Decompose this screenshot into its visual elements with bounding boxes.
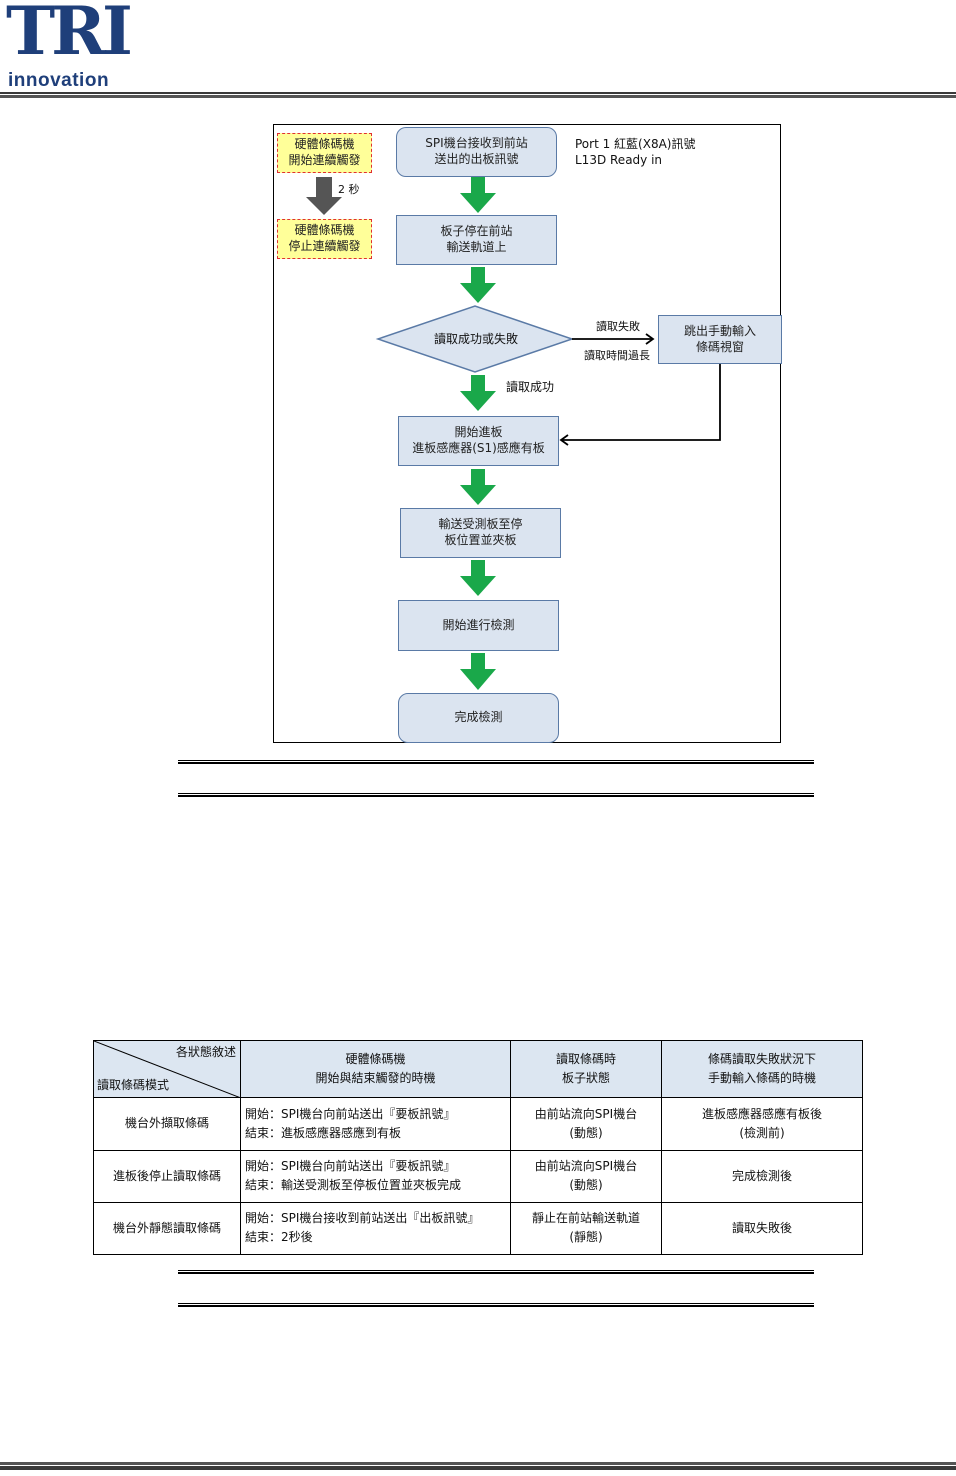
row-state: 由前站流向SPI機台 (動態) xyxy=(510,1149,662,1203)
step-start-inspection: 開始進行檢測 xyxy=(398,600,559,651)
corner-diagonal xyxy=(94,1041,241,1098)
barcode-mode-table: 各狀態敘述 讀取條碼模式 硬體條碼機 開始與結束觸發的時機 讀取條碼時 板子狀態… xyxy=(93,1039,863,1256)
step-board-stopped: 板子停在前站 輸送軌道上 xyxy=(396,215,557,265)
row-mode: 進板後停止讀取條碼 xyxy=(93,1149,241,1203)
decision-label: 讀取成功或失敗 xyxy=(433,332,518,346)
header-rule xyxy=(0,92,956,98)
header-trigger-timing: 硬體條碼機 開始與結束觸發的時機 xyxy=(240,1039,511,1099)
green-arrow-6 xyxy=(460,653,496,690)
green-arrow-2 xyxy=(460,267,496,303)
hw-trigger-start-note: 硬體條碼機 開始連續觸發 xyxy=(277,133,372,173)
green-arrow-3 xyxy=(460,375,496,411)
step-receive-out-signal: SPI機台接收到前站 送出的出板訊號 xyxy=(396,127,557,177)
fail-arrow xyxy=(572,333,655,345)
read-fail-label: 讀取失敗 xyxy=(596,320,640,333)
row-state: 靜止在前站輸送軌道 (靜態) xyxy=(510,1201,662,1256)
hw-trigger-stop-note: 硬體條碼機 停止連續觸發 xyxy=(277,219,372,259)
step-clamp-board: 輸送受測板至停 板位置並夾板 xyxy=(400,508,561,558)
step-start-board-in: 開始進板 進板感應器(S1)感應有板 xyxy=(398,416,559,466)
row-manual: 讀取失敗後 xyxy=(661,1201,863,1256)
read-timeout-label: 讀取時間過長 xyxy=(584,349,650,362)
table-corner-cell: 各狀態敘述 讀取條碼模式 xyxy=(93,1039,241,1099)
header-board-state: 讀取條碼時 板子狀態 xyxy=(510,1039,662,1099)
row-timing: 開始：SPI機台接收到前站送出『出板訊號』 結束：2秒後 xyxy=(240,1201,511,1256)
table-caption-rule-top xyxy=(178,1270,814,1274)
row-timing: 開始：SPI機台向前站送出『要板訊號』 結束：進板感應器感應到有板 xyxy=(240,1097,511,1151)
logo-tagline: innovation xyxy=(8,70,110,91)
row-mode: 機台外靜態讀取條碼 xyxy=(93,1201,241,1256)
corner-top-label: 各狀態敘述 xyxy=(175,1045,236,1059)
caption-rule-top xyxy=(178,760,814,764)
table-row: 機台外擷取條碼 開始：SPI機台向前站送出『要板訊號』 結束：進板感應器感應到有… xyxy=(93,1097,863,1151)
header-manual-timing: 條碼讀取失敗狀況下 手動輸入條碼的時機 xyxy=(661,1039,863,1099)
green-arrow-5 xyxy=(460,560,496,596)
row-manual: 進板感應器感應有板後 (檢測前) xyxy=(661,1097,863,1151)
gray-down-arrow xyxy=(306,177,342,215)
table-caption-rule-bottom xyxy=(178,1303,814,1307)
green-arrow-1 xyxy=(460,177,496,213)
row-mode: 機台外擷取條碼 xyxy=(93,1097,241,1151)
flowchart: 硬體條碼機 開始連續觸發 2 秒 硬體條碼機 停止連續觸發 SPI機台接收到前站… xyxy=(273,124,782,743)
company-logo: TRI innovation xyxy=(6,0,133,91)
port-signal-note: Port 1 紅藍(X8A)訊號 L13D Ready in xyxy=(575,137,696,168)
read-success-label: 讀取成功 xyxy=(506,380,555,394)
flowchart-connectors xyxy=(306,177,721,690)
manual-input-window: 跳出手動輸入 條碼視窗 xyxy=(658,315,782,364)
footer-rule xyxy=(0,1462,956,1470)
logo-wordmark: TRI xyxy=(6,0,133,70)
row-state: 由前站流向SPI機台 (動態) xyxy=(510,1097,662,1151)
caption-rule-bottom xyxy=(178,793,814,797)
row-manual: 完成檢測後 xyxy=(661,1149,863,1203)
table-row: 進板後停止讀取條碼 開始：SPI機台向前站送出『要板訊號』 結束：輸送受測板至停… xyxy=(93,1149,863,1203)
table-header-row: 各狀態敘述 讀取條碼模式 硬體條碼機 開始與結束觸發的時機 讀取條碼時 板子狀態… xyxy=(93,1039,863,1099)
step-finish-inspection: 完成檢測 xyxy=(398,693,559,743)
green-arrow-4 xyxy=(460,469,496,505)
table-row: 機台外靜態讀取條碼 開始：SPI機台接收到前站送出『出板訊號』 結束：2秒後 靜… xyxy=(93,1201,863,1256)
row-timing: 開始：SPI機台向前站送出『要板訊號』 結束：輸送受測板至停板位置並夾板完成 xyxy=(240,1149,511,1203)
corner-bottom-label: 讀取條碼模式 xyxy=(97,1078,170,1093)
green-arrows xyxy=(460,177,496,690)
return-arrow xyxy=(559,364,721,446)
delay-label: 2 秒 xyxy=(338,183,360,196)
